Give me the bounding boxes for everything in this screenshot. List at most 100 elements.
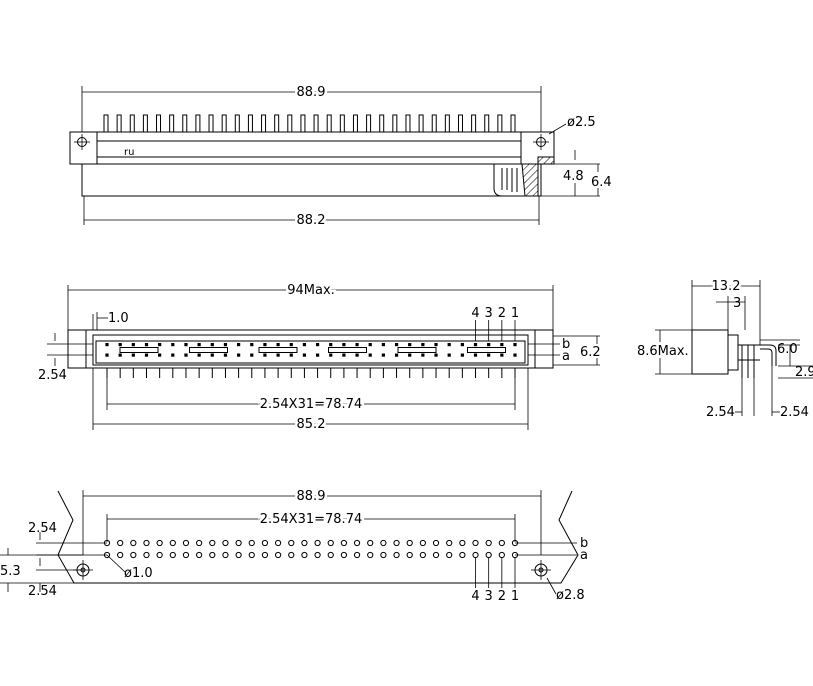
contact-b bbox=[500, 343, 504, 347]
hole-a bbox=[301, 551, 308, 559]
hole-b bbox=[472, 539, 479, 547]
hole-b bbox=[288, 539, 295, 547]
pin-finger bbox=[261, 114, 267, 133]
contact-a bbox=[289, 353, 293, 357]
contact-slot bbox=[397, 347, 437, 353]
height-dim-6-4: 6.4 bbox=[591, 175, 612, 190]
contact-a bbox=[394, 353, 399, 357]
contact-a bbox=[197, 353, 201, 357]
hole-b bbox=[314, 539, 321, 547]
row-a-label: a bbox=[562, 349, 570, 364]
pin-finger bbox=[142, 114, 148, 133]
pin-finger bbox=[484, 114, 490, 133]
hole-dim-2-8: ø2.8 bbox=[556, 588, 585, 603]
bottom-pin-number: 2 bbox=[498, 589, 506, 604]
hole-b bbox=[498, 539, 505, 547]
pin-number: 1 bbox=[511, 306, 519, 321]
hole-b bbox=[156, 539, 163, 547]
contact-a bbox=[355, 353, 359, 357]
pin-finger bbox=[208, 114, 214, 133]
hole-a bbox=[288, 551, 295, 559]
hole-b bbox=[261, 539, 269, 547]
contact-a bbox=[223, 353, 228, 357]
hole-a bbox=[380, 551, 387, 559]
contact-a bbox=[421, 353, 425, 357]
pin-finger bbox=[497, 114, 503, 133]
contact-b bbox=[105, 343, 109, 347]
pin-finger bbox=[444, 114, 450, 133]
hole-b bbox=[367, 539, 374, 547]
contact-a bbox=[263, 353, 267, 357]
contact-b bbox=[473, 343, 478, 347]
contact-b bbox=[171, 343, 175, 347]
contact-a bbox=[315, 353, 320, 357]
contact-b bbox=[434, 343, 438, 347]
hole-b bbox=[274, 539, 282, 547]
pin-finger bbox=[326, 114, 332, 133]
hole-a bbox=[472, 551, 479, 559]
pin-finger bbox=[287, 114, 293, 133]
hole-b bbox=[432, 539, 440, 547]
contact-b bbox=[302, 343, 307, 347]
pin-finger bbox=[247, 114, 253, 133]
dim-13-2: 13.2 bbox=[712, 279, 741, 294]
contact-b bbox=[421, 343, 425, 347]
bottom-dim-2-54-bot: 2.54 bbox=[28, 584, 57, 599]
hole-b bbox=[143, 539, 150, 547]
pin-finger bbox=[366, 114, 372, 133]
contact-b bbox=[487, 343, 491, 347]
contact-b bbox=[158, 343, 162, 347]
hole-a bbox=[367, 551, 374, 559]
contact-slot bbox=[328, 347, 367, 353]
contact-b bbox=[131, 343, 135, 347]
hole-b bbox=[393, 539, 400, 547]
pin-finger bbox=[352, 114, 358, 133]
bottom-dim-pitch: 2.54X31=78.74 bbox=[260, 512, 363, 527]
logo-mark: ru bbox=[124, 147, 134, 158]
contact-a bbox=[460, 353, 464, 357]
hole-a bbox=[117, 551, 124, 559]
bottom-pin-number: 1 bbox=[511, 589, 519, 604]
hole-b bbox=[353, 539, 361, 547]
contact-a bbox=[368, 353, 372, 357]
hole-b bbox=[380, 539, 387, 547]
dim-2-9: 2.9 bbox=[795, 365, 813, 380]
hole-b bbox=[182, 539, 190, 547]
hole-a bbox=[353, 551, 361, 559]
dim-6-2: 6.2 bbox=[580, 345, 601, 360]
contact-a bbox=[131, 353, 135, 357]
hole-b bbox=[406, 539, 413, 547]
contact-a bbox=[250, 353, 254, 357]
section-pins bbox=[493, 164, 525, 197]
contact-a bbox=[487, 353, 491, 357]
pin-finger bbox=[471, 114, 477, 133]
bottom-dim-88-9: 88.9 bbox=[297, 489, 326, 504]
hole-dim-2-5: ø2.5 bbox=[567, 115, 596, 130]
contact-slot bbox=[189, 347, 228, 353]
hole-a bbox=[446, 551, 453, 559]
contact-b bbox=[250, 343, 254, 347]
bottom-dim-2-54-top: 2.54 bbox=[28, 521, 57, 536]
row-b-label: b bbox=[562, 337, 570, 352]
contact-slot bbox=[258, 347, 298, 353]
pin-finger bbox=[129, 114, 135, 133]
bottom-row-b: b bbox=[580, 536, 588, 551]
hole-b bbox=[130, 539, 137, 547]
pin-finger bbox=[339, 114, 345, 133]
dim-1-0: 1.0 bbox=[108, 311, 129, 326]
dim-2-54-side-left: 2.54 bbox=[706, 405, 735, 420]
pin-hole-grid bbox=[103, 539, 519, 559]
contact-b bbox=[276, 343, 280, 347]
contact-a bbox=[158, 353, 162, 357]
contact-b bbox=[368, 343, 372, 347]
contact-b bbox=[237, 343, 241, 347]
contact-b bbox=[381, 343, 385, 347]
bottom-pin-number: 4 bbox=[471, 589, 479, 604]
pin-finger bbox=[195, 114, 201, 133]
pin-finger bbox=[234, 114, 240, 133]
bottom-dim-5-3: 5.3 bbox=[0, 564, 21, 579]
pin-finger bbox=[457, 114, 463, 133]
